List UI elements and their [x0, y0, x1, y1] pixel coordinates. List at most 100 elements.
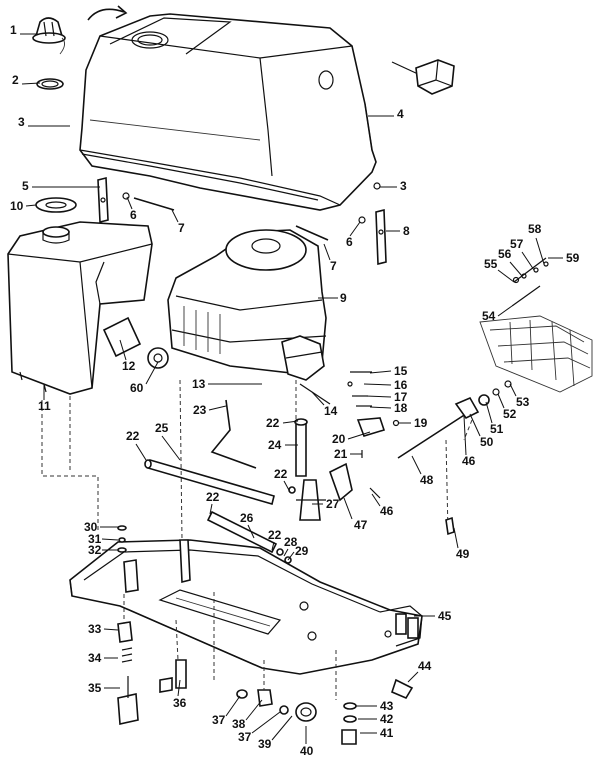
part-label-p3b: 3 [400, 179, 407, 193]
part-label-p9: 9 [340, 291, 347, 305]
leader-line-p23 [208, 405, 227, 411]
part-label-p40: 40 [300, 744, 314, 758]
leader-line-p58 [535, 237, 545, 265]
leader-line-p36 [177, 679, 181, 697]
part-label-p53: 53 [516, 395, 530, 409]
leader-line-p51 [485, 401, 493, 424]
leader-line-p31 [101, 538, 119, 541]
leader-line-p33 [103, 628, 119, 631]
leader-line-p17 [365, 395, 392, 398]
leader-line-p48 [411, 455, 422, 475]
part-label-p7a: 7 [178, 221, 185, 235]
leader-line-p46b [463, 415, 467, 456]
leader-line-p56 [509, 261, 523, 277]
leader-line-p18 [369, 406, 392, 409]
leader-line-p2 [21, 82, 41, 85]
lower-right-parts-drawing [236, 678, 414, 745]
part-label-p5: 5 [22, 179, 29, 193]
part-label-p12: 12 [122, 359, 136, 373]
mounting-assembly-drawing [479, 257, 593, 393]
leader-lines [20, 33, 563, 744]
leader-line-p22d [209, 503, 213, 515]
part-label-p25: 25 [155, 421, 169, 435]
part-label-p59: 59 [566, 251, 580, 265]
leader-line-p38 [245, 699, 263, 721]
part-label-p20: 20 [332, 432, 346, 446]
leader-line-p6b [349, 221, 361, 237]
part-label-p55: 55 [484, 257, 498, 271]
leader-line-p20 [347, 431, 371, 440]
part-label-p22d: 22 [206, 490, 220, 504]
part-label-p51: 51 [490, 422, 504, 436]
leader-line-p10 [25, 204, 37, 207]
part-label-p22a: 22 [266, 416, 280, 430]
leader-line-p53 [509, 383, 517, 397]
part-label-p42: 42 [380, 712, 394, 726]
part-label-p22e: 22 [268, 528, 282, 542]
part-label-p48: 48 [420, 473, 434, 487]
leader-line-p7a [171, 209, 179, 223]
part-label-p49: 49 [456, 547, 470, 561]
part-label-p34: 34 [88, 651, 102, 665]
part-label-p7b: 7 [330, 259, 337, 273]
part-label-p26: 26 [240, 511, 254, 525]
part-label-p24: 24 [268, 438, 282, 452]
part-label-p14: 14 [324, 404, 338, 418]
part-label-p45: 45 [438, 609, 452, 623]
leader-line-p26 [247, 524, 255, 539]
part-label-p36: 36 [173, 696, 187, 710]
part-label-p29: 29 [295, 544, 309, 558]
leader-line-p54 [497, 305, 513, 317]
leader-line-p6a [126, 196, 133, 210]
leader-line-p44 [407, 671, 419, 683]
leader-line-p14 [311, 391, 325, 406]
part-label-p31: 31 [88, 532, 102, 546]
engine-cowl-drawing [79, 5, 377, 211]
part-label-p32: 32 [88, 543, 102, 557]
part-label-p2: 2 [12, 73, 19, 87]
part-label-p38: 38 [232, 717, 246, 731]
part-label-p8: 8 [403, 224, 410, 238]
leader-line-p22a [282, 420, 299, 424]
leader-line-p37b [251, 711, 281, 734]
part-label-p23: 23 [193, 403, 207, 417]
leader-line-p49 [453, 527, 459, 549]
part-label-p3a: 3 [18, 115, 25, 129]
part-label-p43: 43 [380, 699, 394, 713]
part-label-p22b: 22 [126, 429, 140, 443]
part-label-p58: 58 [528, 222, 542, 236]
leader-line-p52 [497, 393, 505, 409]
leader-line-p60 [145, 361, 159, 385]
leader-line-p22c [283, 480, 291, 493]
fuel-tank-drawing [7, 197, 153, 395]
part-label-p52: 52 [503, 407, 517, 421]
leader-line-p28 [283, 548, 289, 557]
part-label-p30: 30 [84, 520, 98, 534]
part-label-p21: 21 [334, 447, 348, 461]
leader-line-p12 [119, 339, 127, 361]
cowl-brackets-drawing [97, 176, 387, 266]
leader-line-p25 [161, 435, 181, 461]
part-label-p19: 19 [414, 416, 428, 430]
part-label-p28: 28 [284, 535, 298, 549]
part-label-p22c: 22 [274, 467, 288, 481]
base-pan-drawing [69, 539, 423, 675]
leader-line-p57 [521, 251, 535, 271]
part-label-p60: 60 [130, 381, 144, 395]
part-label-p18: 18 [394, 401, 408, 415]
part-label-p11: 11 [38, 399, 51, 413]
cord-plug-drawing [391, 59, 455, 95]
part-label-p27: 27 [326, 497, 340, 511]
part-label-p1: 1 [10, 23, 17, 37]
part-label-p35: 35 [88, 681, 102, 695]
part-label-p39: 39 [258, 737, 272, 751]
part-label-p41: 41 [380, 726, 394, 740]
leader-line-p29 [287, 551, 295, 561]
part-label-p33: 33 [88, 622, 102, 636]
part-label-p17: 17 [394, 390, 408, 404]
part-label-p16: 16 [394, 378, 408, 392]
part-label-p15: 15 [394, 364, 408, 378]
